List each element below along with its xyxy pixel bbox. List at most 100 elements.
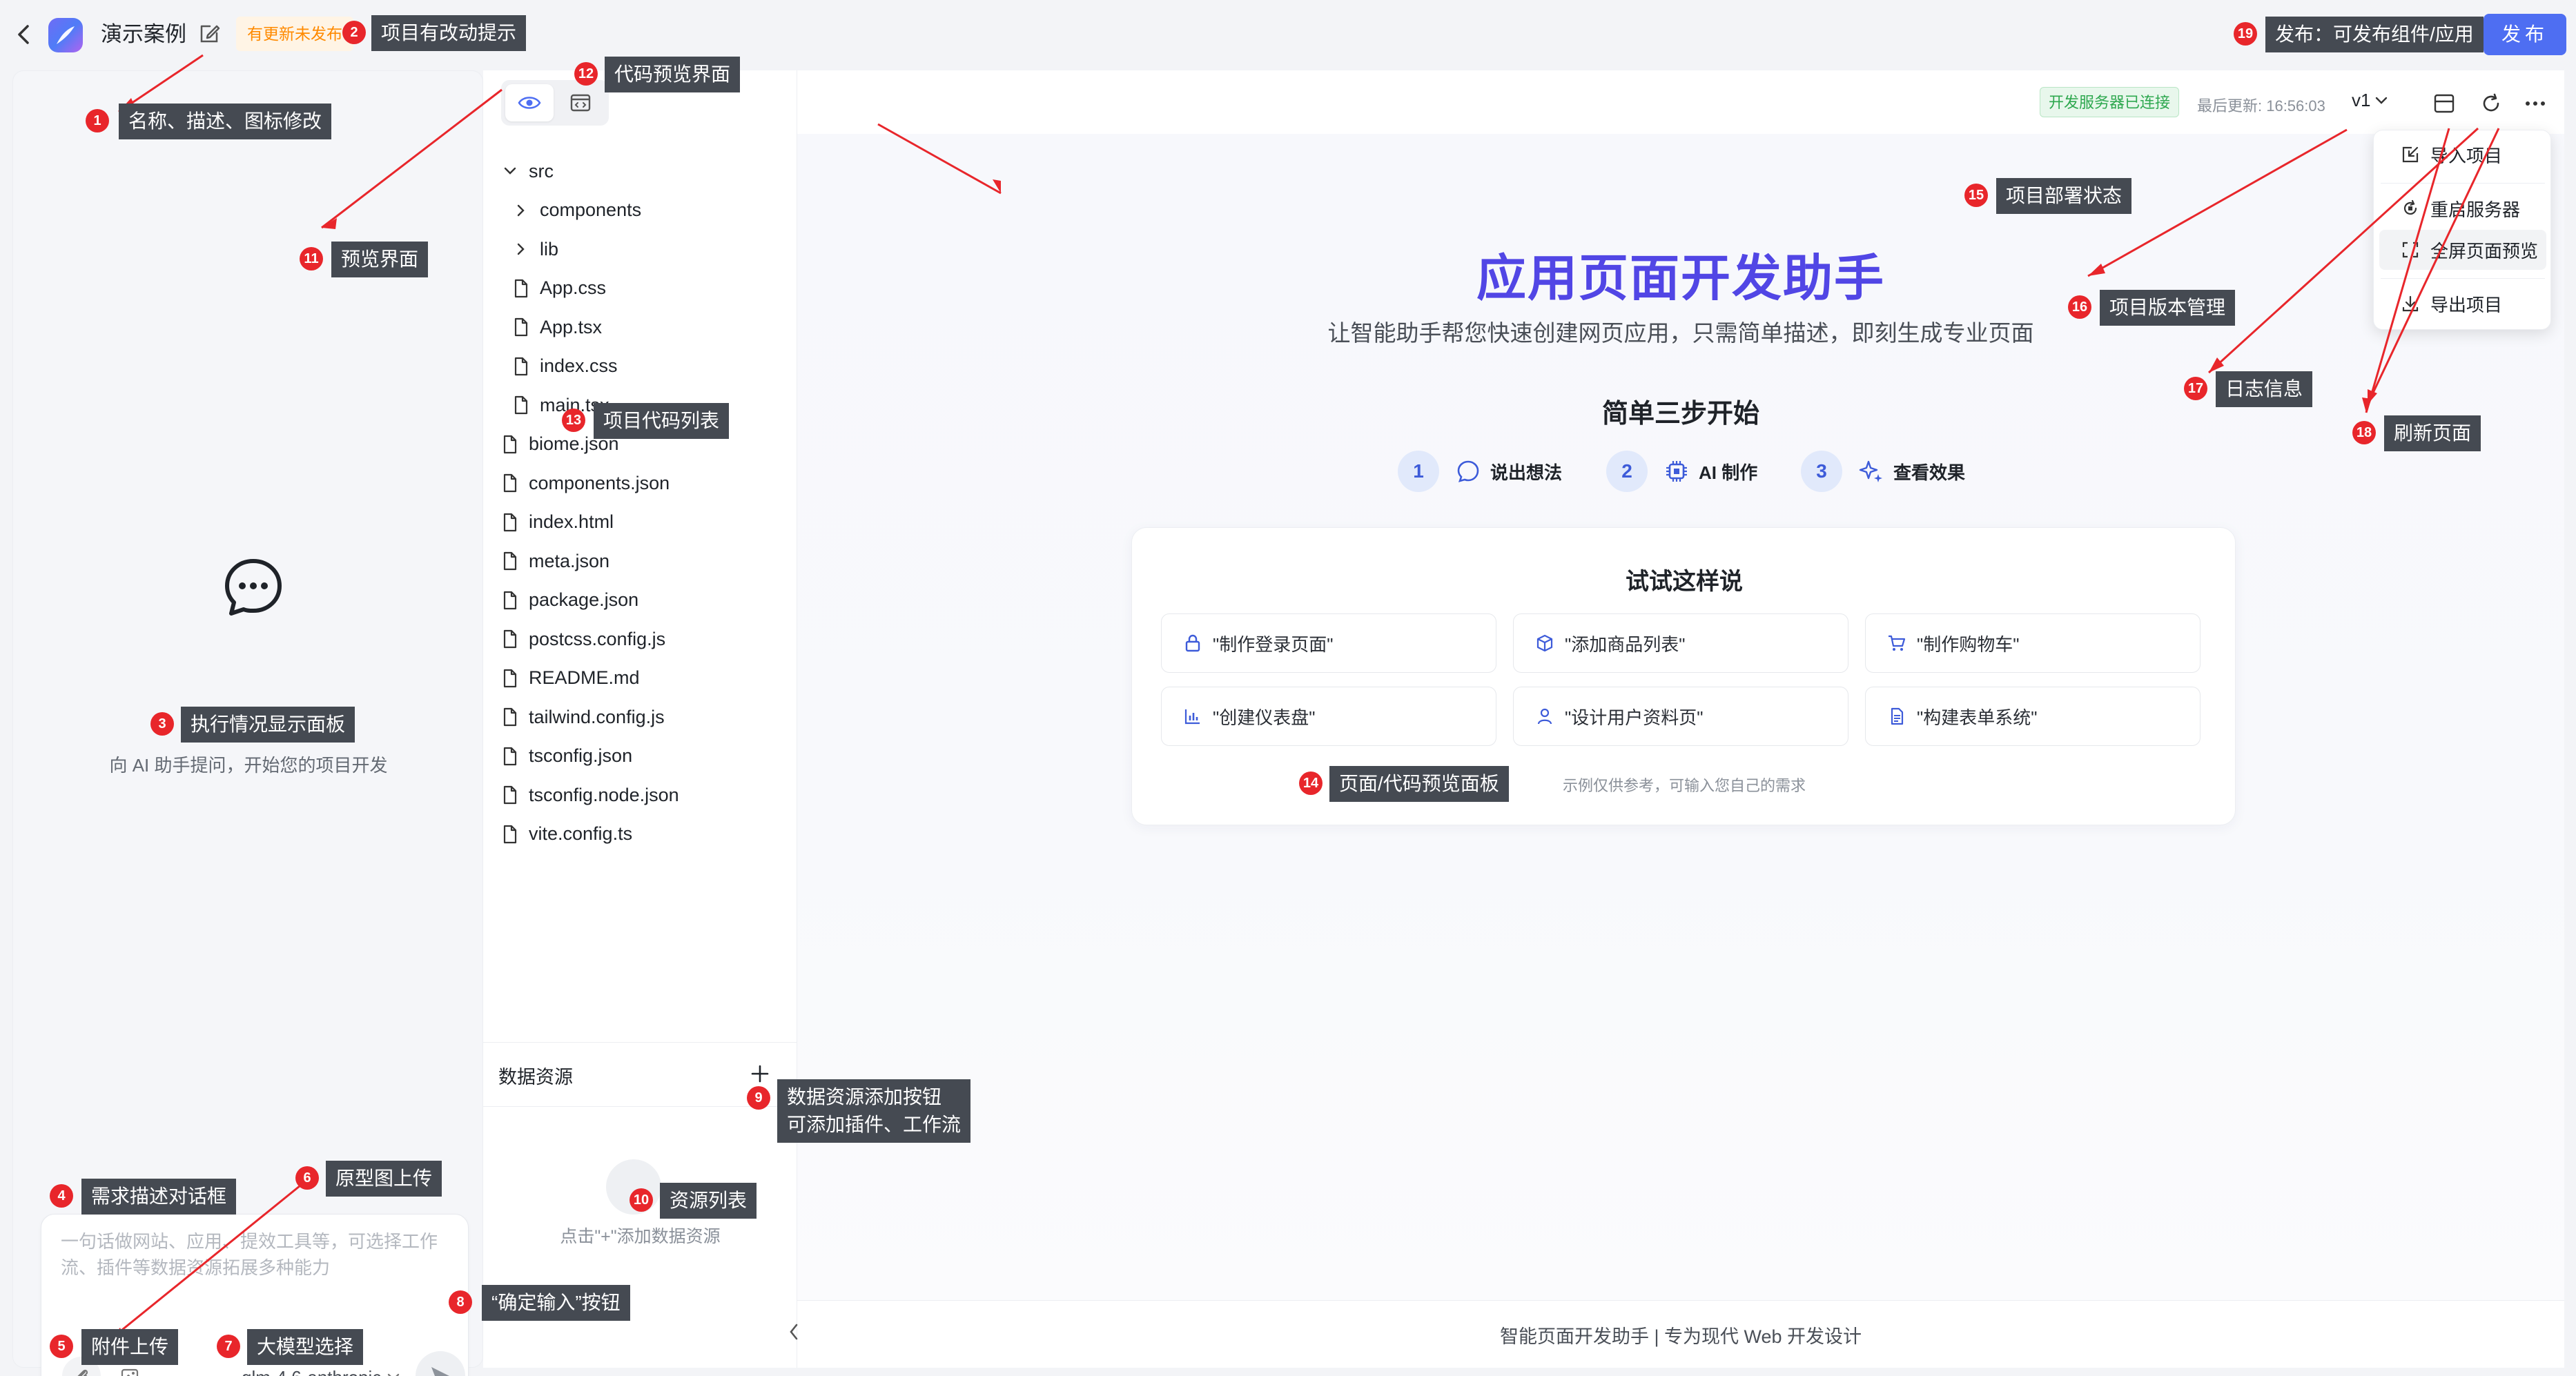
example-chip-label: "创建仪表盘"	[1213, 707, 1316, 728]
back-arrow-icon[interactable]	[10, 19, 37, 50]
version-select[interactable]: v1	[2352, 90, 2388, 111]
app-logo-icon[interactable]	[48, 18, 83, 52]
fullscreen-icon	[2399, 238, 2422, 262]
image-icon	[121, 1368, 139, 1376]
code-window-icon	[570, 94, 591, 112]
file-tree-folder[interactable]: components	[483, 191, 797, 230]
file-tree-folder[interactable]: lib	[483, 230, 797, 269]
example-chip-label: "制作购物车"	[1917, 633, 2020, 655]
file-tree-file[interactable]: README.md	[483, 659, 797, 698]
file-tree-file[interactable]: postcss.config.js	[483, 620, 797, 659]
file-tree-label: components	[540, 199, 642, 221]
step-number: 1	[1398, 451, 1439, 492]
file-tree-file[interactable]: package.json	[483, 581, 797, 620]
file-tree-file[interactable]: tsconfig.node.json	[483, 776, 797, 815]
example-chip-label: "构建表单系统"	[1917, 707, 2038, 728]
annotation-number: 15	[1964, 184, 1988, 207]
send-button[interactable]	[416, 1351, 465, 1376]
code-view-button[interactable]	[556, 84, 605, 121]
publish-button[interactable]: 发布	[2484, 14, 2566, 55]
file-tree-folder[interactable]: src	[483, 152, 797, 191]
bar-chart-icon	[1181, 705, 1204, 728]
step-3: 3 查看效果	[1801, 450, 1965, 493]
refresh-button[interactable]	[2476, 88, 2506, 119]
more-button[interactable]	[2520, 88, 2550, 119]
file-tree-file[interactable]: App.css	[483, 269, 797, 308]
file-tree-file[interactable]: vite.config.ts	[483, 815, 797, 854]
log-button[interactable]	[2429, 88, 2459, 119]
annotation-number: 9	[747, 1086, 770, 1110]
file-tree-file[interactable]: meta.json	[483, 542, 797, 581]
file-icon	[509, 395, 533, 415]
edit-icon[interactable]	[197, 21, 222, 46]
model-label: glm-4.6-anthropic	[242, 1367, 381, 1376]
cart-icon	[1885, 631, 1909, 655]
file-icon	[498, 785, 522, 805]
chat-bubble-icon	[1454, 458, 1482, 485]
refresh-icon	[2483, 93, 2499, 112]
example-chip-profile[interactable]: "设计用户资料页"	[1513, 687, 1848, 746]
annotation-label: 预览界面	[331, 242, 429, 277]
hero-subtitle: 让智能助手帮您快速创建网页应用，只需简单描述，即刻生成专业页面	[1327, 320, 2034, 346]
annotation-label: 执行情况显示面板	[181, 707, 355, 743]
file-tree-file[interactable]: index.css	[483, 347, 797, 386]
annotation-label: 项目有改动提示	[371, 15, 527, 51]
menu-item-export[interactable]: 导出项目	[2379, 284, 2546, 324]
file-icon	[498, 629, 522, 649]
file-tree-label: components.json	[529, 472, 670, 493]
more-menu: 导入项目 重启服务器 全屏页面预览 导出项目	[2373, 130, 2551, 330]
example-chip-login[interactable]: "制作登录页面"	[1161, 613, 1496, 673]
document-icon	[1885, 705, 1909, 728]
annotation-number: 4	[50, 1184, 73, 1208]
menu-item-restart[interactable]: 重启服务器	[2379, 188, 2546, 228]
example-chip-cart[interactable]: "制作购物车"	[1865, 613, 2201, 673]
annotation-number: 17	[2184, 377, 2207, 400]
file-tree-label: README.md	[529, 667, 640, 689]
annotation-label: 项目版本管理	[2100, 290, 2236, 326]
annotation-label: “确定输入”按钮	[482, 1285, 630, 1321]
image-upload-button[interactable]	[110, 1357, 149, 1376]
annotation-label: 刷新页面	[2384, 415, 2481, 451]
steps-title: 简单三步开始	[1601, 400, 1759, 429]
user-icon	[1533, 705, 1557, 728]
file-tree-file[interactable]: tailwind.config.js	[483, 698, 797, 737]
more-dots-icon	[2526, 101, 2545, 106]
export-icon	[2399, 292, 2422, 315]
lock-icon	[1181, 631, 1204, 655]
annotation-label: 原型图上传	[326, 1161, 442, 1197]
preview-toolbar: 开发服务器已连接 最后更新: 16:56:03 v1	[797, 70, 2564, 134]
annotation-label: 资源列表	[660, 1183, 757, 1219]
menu-divider	[2381, 183, 2545, 184]
example-chip-product-list[interactable]: "添加商品列表"	[1513, 613, 1848, 673]
last-update-time: 最后更新: 16:56:03	[2197, 97, 2325, 115]
annotation-label: 发布：可发布组件/应用	[2265, 17, 2484, 52]
file-icon	[498, 473, 522, 493]
example-chip-dashboard[interactable]: "创建仪表盘"	[1161, 687, 1496, 746]
file-tree-file[interactable]: index.html	[483, 503, 797, 542]
preview-view-button[interactable]	[505, 84, 554, 121]
add-data-resource-button[interactable]	[743, 1056, 777, 1091]
menu-item-label: 导出项目	[2430, 294, 2503, 315]
try-title: 试试这样说	[1626, 569, 1743, 595]
import-icon	[2399, 143, 2422, 166]
file-tree-file[interactable]: App.tsx	[483, 308, 797, 347]
file-icon	[498, 707, 522, 727]
step-label: 说出想法	[1490, 462, 1563, 483]
menu-item-fullscreen[interactable]: 全屏页面预览	[2379, 230, 2546, 270]
model-select[interactable]: glm-4.6-anthropic	[242, 1362, 400, 1376]
menu-item-label: 全屏页面预览	[2430, 240, 2539, 262]
file-tree-file[interactable]: components.json	[483, 464, 797, 503]
collapse-panel-button[interactable]	[780, 1317, 808, 1347]
menu-item-import[interactable]: 导入项目	[2379, 135, 2546, 175]
prompt-input[interactable]	[61, 1228, 454, 1304]
annotation-label: 日志信息	[2216, 371, 2313, 407]
example-chip-form[interactable]: "构建表单系统"	[1865, 687, 2201, 746]
unpublished-badge: 有更新未发布	[236, 17, 353, 51]
chevron-left-icon	[790, 1324, 798, 1340]
file-tree-label: package.json	[529, 589, 639, 611]
file-tree-label: postcss.config.js	[529, 628, 666, 649]
try-note: 示例仅供参考，可输入您自己的需求	[1562, 777, 1806, 794]
annotation-label: 页面/代码预览面板	[1329, 766, 1509, 802]
file-tree-file[interactable]: tsconfig.json	[483, 737, 797, 776]
